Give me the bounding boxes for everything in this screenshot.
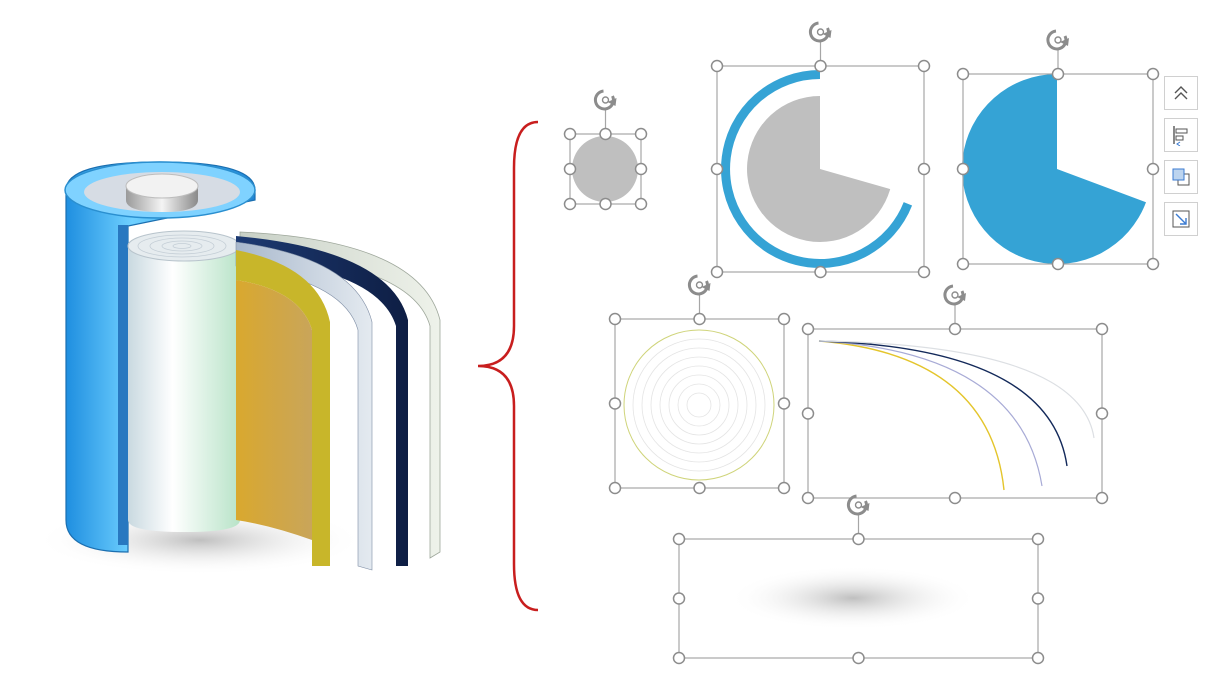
shape-blue-pie[interactable] bbox=[962, 74, 1146, 264]
resize-handle[interactable] bbox=[956, 162, 970, 176]
resize-handle[interactable] bbox=[1095, 491, 1109, 505]
resize-handle[interactable] bbox=[852, 651, 865, 665]
resize-handle[interactable] bbox=[563, 162, 577, 176]
rotate-handle-icon[interactable] bbox=[687, 274, 711, 296]
align-left-icon bbox=[1173, 126, 1188, 146]
selection-frame bbox=[614, 318, 785, 489]
resize-handle[interactable] bbox=[710, 265, 724, 279]
resize-handle[interactable] bbox=[948, 491, 962, 505]
battery-core bbox=[128, 243, 240, 532]
resize-handle[interactable] bbox=[1095, 322, 1109, 336]
rotate-handle-icon[interactable] bbox=[808, 21, 832, 43]
resize-handle[interactable] bbox=[693, 312, 706, 326]
battery-casing bbox=[65, 161, 256, 553]
resize-handle[interactable] bbox=[814, 265, 827, 279]
gray-pie bbox=[747, 96, 891, 242]
resize-handle[interactable] bbox=[917, 59, 931, 73]
layer-gold-face bbox=[236, 250, 312, 540]
size-button[interactable] bbox=[1164, 202, 1198, 236]
resize-handle[interactable] bbox=[801, 491, 815, 505]
resize-handle[interactable] bbox=[801, 322, 815, 336]
red-curly-brace bbox=[477, 120, 539, 612]
resize-handle[interactable] bbox=[599, 127, 612, 141]
resize-handle[interactable] bbox=[956, 257, 970, 271]
resize-handle[interactable] bbox=[563, 197, 577, 211]
resize-handle[interactable] bbox=[1051, 67, 1065, 81]
resize-handle[interactable] bbox=[693, 481, 706, 495]
resize-handle[interactable] bbox=[1051, 257, 1065, 271]
resize-handle[interactable] bbox=[710, 162, 724, 176]
resize-handle[interactable] bbox=[634, 162, 648, 176]
resize-handle[interactable] bbox=[1095, 407, 1109, 420]
resize-handle[interactable] bbox=[1031, 592, 1045, 605]
arrange-button[interactable] bbox=[1164, 160, 1198, 194]
resize-handle[interactable] bbox=[608, 481, 622, 495]
resize-handle[interactable] bbox=[672, 532, 686, 546]
curve-navy bbox=[818, 340, 1068, 467]
layer-gold bbox=[236, 250, 330, 566]
curve-light bbox=[818, 340, 1095, 439]
resize-handle[interactable] bbox=[672, 651, 686, 665]
resize-handle[interactable] bbox=[710, 59, 724, 73]
selection-ring-pie[interactable] bbox=[710, 21, 931, 279]
collapse-button[interactable] bbox=[1164, 76, 1198, 110]
selection-curved-lines[interactable] bbox=[801, 284, 1109, 505]
core-top-spiral bbox=[127, 230, 241, 262]
resize-handle[interactable] bbox=[1146, 162, 1160, 176]
resize-handle[interactable] bbox=[814, 59, 827, 73]
resize-handle[interactable] bbox=[917, 265, 931, 279]
resize-handle[interactable] bbox=[777, 312, 791, 326]
resize-handle[interactable] bbox=[1031, 651, 1045, 665]
blue-arc-ring bbox=[721, 70, 913, 268]
bring-forward-icon bbox=[1172, 168, 1190, 186]
resize-icon bbox=[1172, 210, 1190, 228]
resize-handle[interactable] bbox=[1031, 532, 1045, 546]
resize-handle[interactable] bbox=[852, 532, 865, 546]
rotate-handle-icon[interactable] bbox=[593, 89, 617, 111]
terminal-cap-top bbox=[125, 173, 199, 199]
selection-blue-pie[interactable] bbox=[956, 29, 1160, 271]
resize-handle[interactable] bbox=[1146, 67, 1160, 81]
resize-handle[interactable] bbox=[634, 197, 648, 211]
align-button[interactable] bbox=[1164, 118, 1198, 152]
resize-handle[interactable] bbox=[777, 397, 791, 410]
rotate-handle-icon[interactable] bbox=[1046, 29, 1069, 51]
curve-lavender bbox=[818, 340, 1043, 487]
resize-handle[interactable] bbox=[608, 397, 622, 410]
resize-handle[interactable] bbox=[563, 127, 577, 141]
resize-handle[interactable] bbox=[917, 162, 931, 176]
resize-handle[interactable] bbox=[801, 407, 815, 420]
curve-gold bbox=[818, 340, 1005, 491]
selection-frame bbox=[807, 328, 1103, 499]
shape-shadow-ellipse[interactable] bbox=[728, 566, 978, 630]
resize-handle[interactable] bbox=[608, 312, 622, 326]
selection-concentric-circles[interactable] bbox=[608, 274, 791, 495]
core-spiral-rings bbox=[137, 234, 227, 258]
resize-handle[interactable] bbox=[777, 481, 791, 495]
resize-handle[interactable] bbox=[956, 67, 970, 81]
rotate-handle-icon[interactable] bbox=[943, 284, 966, 306]
chevron-up-icon bbox=[1174, 86, 1188, 100]
resize-handle[interactable] bbox=[948, 322, 962, 336]
shape-ring-pie[interactable] bbox=[721, 70, 913, 268]
shape-small-circle[interactable] bbox=[572, 136, 638, 202]
floating-toolbar bbox=[1164, 76, 1202, 236]
resize-handle[interactable] bbox=[634, 127, 648, 141]
rotate-handle-icon[interactable] bbox=[846, 494, 870, 516]
resize-handle[interactable] bbox=[599, 197, 612, 211]
resize-handle[interactable] bbox=[672, 592, 686, 605]
shape-curved-lines[interactable] bbox=[818, 340, 1095, 491]
casing-inner-edge bbox=[118, 225, 128, 545]
selection-shadow-ellipse[interactable] bbox=[672, 494, 1045, 665]
battery-illustration[interactable] bbox=[35, 161, 441, 575]
resize-handle[interactable] bbox=[1146, 257, 1160, 271]
shape-concentric-circles[interactable] bbox=[623, 329, 775, 481]
selection-small-circle[interactable] bbox=[563, 89, 648, 211]
